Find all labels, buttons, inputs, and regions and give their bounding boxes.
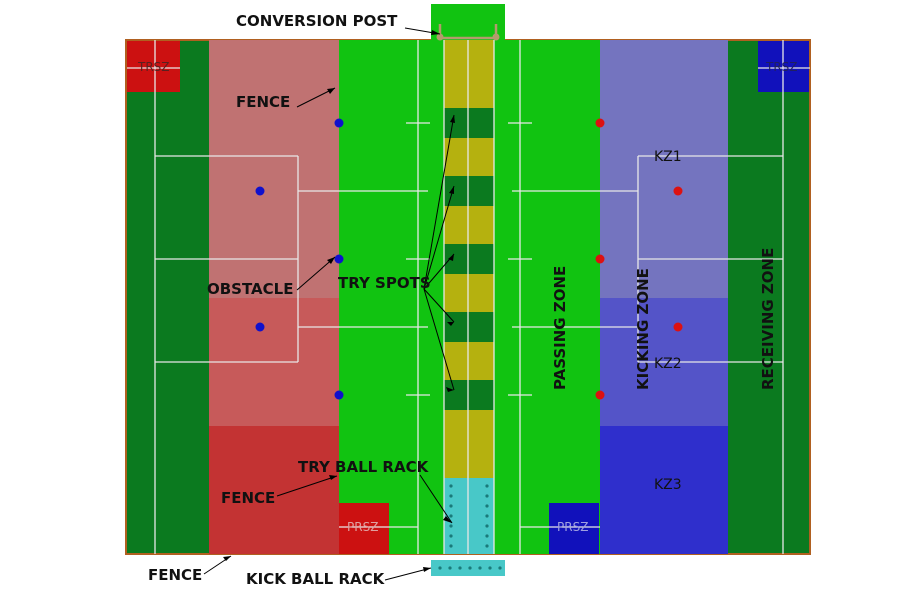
- arrowheads: [223, 30, 455, 572]
- leader-lines: [203, 27, 455, 581]
- fence-label-mid: FENCE: [221, 489, 275, 507]
- obstacle-label: OBSTACLE: [207, 280, 293, 298]
- post-base-right: [492, 33, 500, 41]
- field-lines: [127, 40, 810, 554]
- kz1-label: KZ1: [654, 149, 682, 165]
- receiving-zone-label: RECEIVING ZONE: [759, 248, 777, 390]
- blue-markers: [255, 118, 344, 400]
- red-marker: [673, 186, 683, 196]
- try-spot-1: [444, 108, 494, 138]
- prsz-left-square: [339, 503, 389, 554]
- try-ball-rack-dots: [449, 484, 489, 548]
- red-markers: [595, 118, 683, 400]
- prsz-right-label: PRSZ: [557, 520, 588, 534]
- post-base-left: [436, 33, 444, 41]
- blue-marker: [334, 254, 344, 264]
- conversion-post-area: [431, 4, 505, 40]
- left-zone-upper: [209, 40, 339, 298]
- blue-marker: [255, 322, 265, 332]
- red-marker: [595, 118, 605, 128]
- kz3-label: KZ3: [654, 477, 682, 493]
- kicking-zone-upper: [600, 40, 728, 298]
- conversion-post-label: CONVERSION POST: [236, 12, 398, 30]
- try-spots-label: TRY SPOTS: [338, 274, 431, 292]
- kick-ball-rack-label: KICK BALL RACK: [246, 570, 386, 588]
- blue-marker: [255, 186, 265, 196]
- passing-zone-label: PASSING ZONE: [551, 266, 569, 390]
- fence-label-bottom: FENCE: [148, 566, 202, 584]
- try-spot-4: [444, 312, 494, 342]
- try-spot-5: [444, 380, 494, 410]
- prsz-left-label: PRSZ: [347, 520, 378, 534]
- left-zone-lower: [209, 426, 339, 554]
- prsz-right-square: [549, 503, 599, 554]
- blue-marker: [334, 118, 344, 128]
- fence-label-top: FENCE: [236, 93, 290, 111]
- red-marker: [595, 254, 605, 264]
- trsz-left-square: [127, 41, 180, 92]
- red-marker: [673, 322, 683, 332]
- blue-marker: [334, 390, 344, 400]
- kick-ball-rack: [431, 560, 505, 576]
- try-ball-rack-label: TRY BALL RACK: [298, 458, 430, 476]
- kicking-zone-lower: [600, 426, 728, 554]
- trsz-right-label: TRSZ: [765, 60, 798, 74]
- kick-ball-rack-dots: [438, 566, 502, 570]
- trsz-left-label: TRSZ: [137, 60, 170, 74]
- kz2-label: KZ2: [654, 356, 682, 372]
- kicking-zone-label: KICKING ZONE: [634, 268, 652, 390]
- red-marker: [595, 390, 605, 400]
